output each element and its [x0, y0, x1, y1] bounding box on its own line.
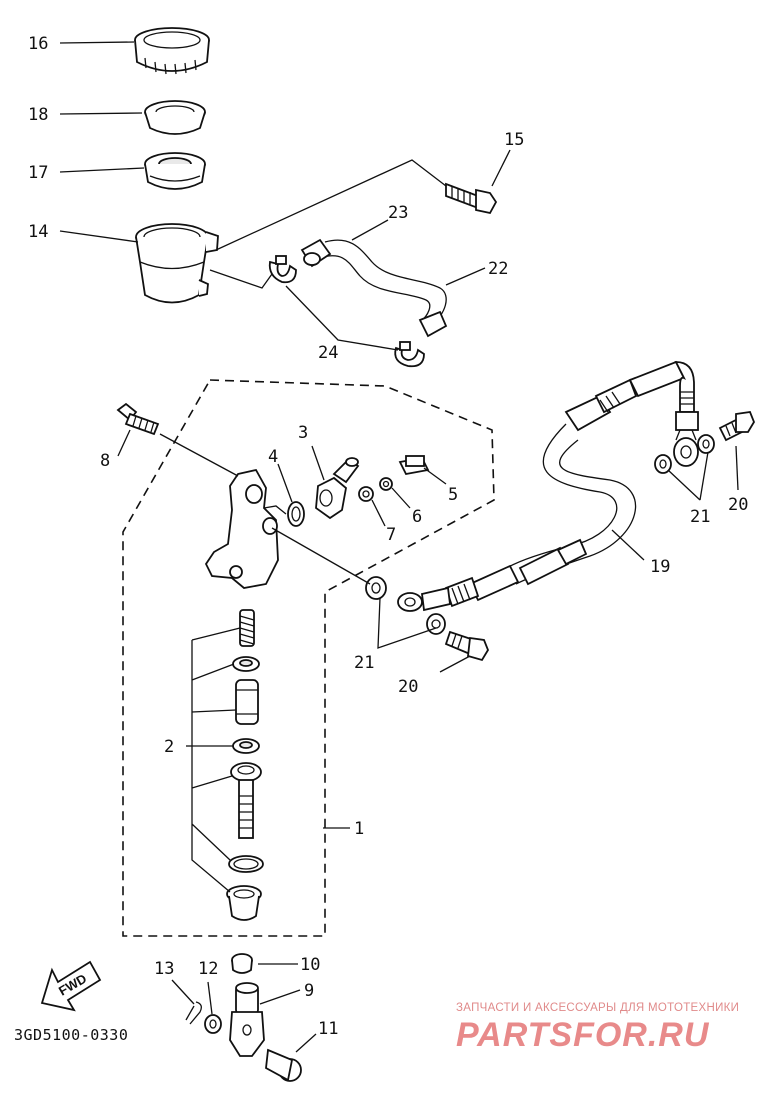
master-cylinder-assembly-outline [122, 379, 495, 937]
fwd-arrow-icon: FWD [40, 960, 102, 1012]
label-21-right: 21 [690, 507, 710, 527]
cup-seal-upper [232, 656, 260, 672]
master-cylinder-body [204, 468, 287, 589]
label-13: 13 [154, 959, 174, 979]
pin-11 [265, 1048, 302, 1082]
brake-hose-19 [397, 360, 699, 612]
cotter-pin-13 [185, 1001, 202, 1025]
reservoir-tank-14 [135, 223, 219, 304]
drawing-code: 3GD5100-0330 [14, 1026, 128, 1044]
label-20-right: 20 [728, 495, 748, 515]
label-18: 18 [28, 105, 48, 125]
washer-21-a [365, 576, 387, 600]
label-7: 7 [386, 525, 396, 545]
piston-kit-parts [226, 609, 264, 921]
union-bolt-20-lower [444, 630, 490, 662]
circlip [228, 855, 264, 873]
leader-lines [59, 41, 739, 1053]
label-2: 2 [164, 737, 174, 757]
label-5: 5 [448, 485, 458, 505]
washer-12 [204, 1014, 222, 1034]
washer-7 [358, 486, 374, 502]
label-6: 6 [412, 507, 422, 527]
screw-5 [398, 455, 430, 476]
bolt-8 [116, 402, 160, 436]
reservoir-cap-16 [134, 27, 210, 75]
label-11: 11 [318, 1019, 338, 1039]
watermark-tagline: ЗАПЧАСТИ И АКСЕССУАРЫ ДЛЯ МОТОТЕХНИКИ [456, 1002, 739, 1014]
label-14: 14 [28, 222, 48, 242]
label-1: 1 [354, 819, 364, 839]
label-15: 15 [504, 130, 524, 150]
label-22: 22 [488, 259, 508, 279]
cup-seal-lower [232, 738, 260, 754]
boot [226, 885, 262, 921]
washer-6 [379, 477, 393, 491]
label-8: 8 [100, 451, 110, 471]
bolt-15 [445, 182, 498, 215]
label-10: 10 [300, 955, 320, 975]
diaphragm-17 [144, 152, 206, 190]
label-21-left: 21 [354, 653, 374, 673]
washer-21-b [426, 613, 446, 635]
piston [235, 679, 259, 725]
part-labels: 16 18 17 14 15 23 22 24 8 4 3 5 6 7 21 2… [28, 34, 748, 1039]
reservoir-hose-22 [300, 238, 448, 338]
locknut-10 [231, 953, 253, 974]
diaphragm-plate-18 [144, 100, 206, 135]
label-19: 19 [650, 557, 670, 577]
hose-clip-24-lower [394, 341, 425, 368]
hose-clip-24-upper [268, 255, 297, 284]
watermark: ЗАПЧАСТИ И АКСЕССУАРЫ ДЛЯ МОТОТЕХНИКИ PA… [456, 1002, 739, 1054]
washer-21-d [697, 434, 715, 454]
joint-fitting-3 [315, 457, 360, 520]
watermark-brand: PARTSFOR.RU [456, 1016, 710, 1054]
label-4: 4 [268, 447, 278, 467]
label-3: 3 [298, 423, 308, 443]
o-ring-4 [287, 501, 305, 527]
washer-21-c [654, 454, 672, 474]
clevis-9 [229, 982, 265, 1057]
label-17: 17 [28, 163, 48, 183]
union-bolt-20-upper [718, 411, 756, 442]
label-9: 9 [304, 981, 314, 1001]
label-16: 16 [28, 34, 48, 54]
push-rod [230, 762, 262, 839]
spring [239, 609, 255, 647]
label-24: 24 [318, 343, 338, 363]
label-20-left: 20 [398, 677, 418, 697]
label-23: 23 [388, 203, 408, 223]
label-12: 12 [198, 959, 218, 979]
